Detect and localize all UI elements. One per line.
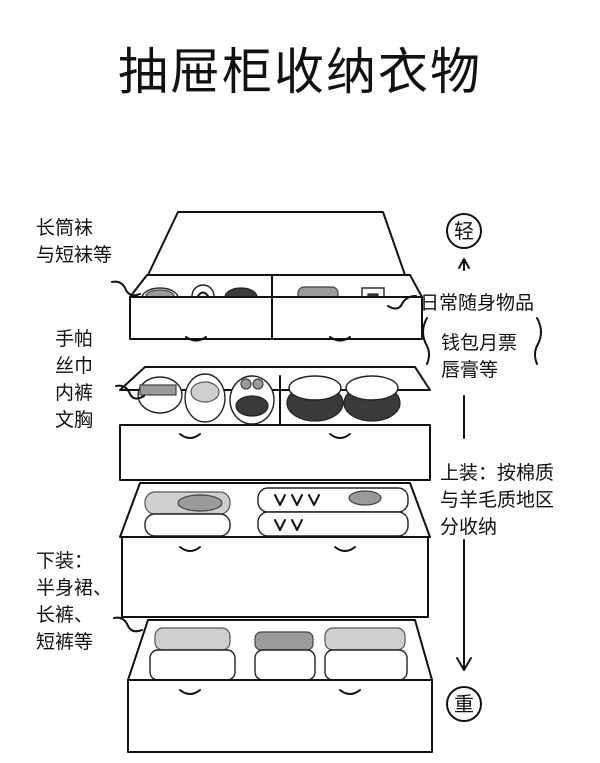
heavy-marker: 重 xyxy=(446,686,482,722)
label-bottoms: 下装： 半身裙、 长裤、 短裤等 xyxy=(36,550,113,653)
light-marker: 轻 xyxy=(446,213,482,249)
drawer-second xyxy=(119,366,431,481)
label-leaders xyxy=(111,280,542,633)
label-daily-examples: 钱包月票 唇膏等 xyxy=(441,332,518,381)
label-socks: 长筒袜 与短袜等 xyxy=(36,217,113,266)
page-title: 抽屉柜收纳衣物 xyxy=(118,43,482,101)
label-small-items: 手帕 丝巾 内裤 文胸 xyxy=(55,328,94,431)
label-daily-items: 日常随身物品 xyxy=(420,292,535,314)
dresser-lid xyxy=(147,211,406,276)
drawer-bottom xyxy=(127,619,433,753)
drawer-third xyxy=(119,482,431,618)
weight-axis xyxy=(456,258,472,671)
label-tops: 上装：按棉质 与羊毛质地区 分收纳 xyxy=(440,462,555,538)
drawer-top xyxy=(129,274,423,342)
